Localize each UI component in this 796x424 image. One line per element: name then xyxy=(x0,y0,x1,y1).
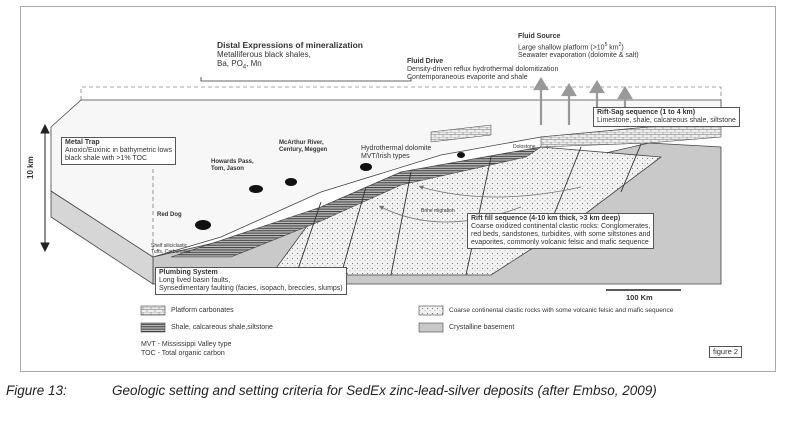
legend-shale: Shale, calcareous shale,siltstone xyxy=(171,324,273,331)
horizontal-scale-label: 100 Km xyxy=(626,293,653,302)
mcarthur-label: McArthur River, Century, Meggen xyxy=(279,140,328,153)
legend-toc: TOC - Total organic carbon xyxy=(141,350,225,357)
legend-mvt: MVT - Mississippi Valley type xyxy=(141,341,232,348)
legend-swatch-crystalline xyxy=(418,322,444,333)
fluid-drive-label: Fluid Drive Density-driven reflux hydrot… xyxy=(407,58,559,81)
legend-crystalline: Crystalline basement xyxy=(449,324,515,331)
dashed-outline xyxy=(80,86,722,100)
reddog-label: Red Dog xyxy=(157,212,182,218)
legend-swatch-shale xyxy=(140,322,166,333)
shelf-label: Shelf siliciclastic Tuffs, Carbonates xyxy=(151,243,191,255)
fluid-source-label: Fluid Source Large shallow platform (>10… xyxy=(518,33,639,60)
vertical-scale-label: 10 km xyxy=(26,156,35,179)
rift-sag-box: Rift-Sag sequence (1 to 4 km) Limestone,… xyxy=(593,107,740,127)
metal-trap-box: Metal Trap Anoxic/Euxinic in bathymetric… xyxy=(61,137,176,165)
brine-label: Brine migration xyxy=(421,208,455,214)
faults xyxy=(295,143,642,276)
dolostone-label: Dolostone xyxy=(513,144,536,150)
block-diagram xyxy=(40,76,722,333)
legend-platform: Platform carbonates xyxy=(171,307,234,314)
rift-fill-box: Rift fill sequence (4-10 km thick, >3 km… xyxy=(467,213,655,249)
platform-carbonates xyxy=(540,124,722,148)
platform-carbonates-upper xyxy=(430,124,492,143)
legend-swatch-platform xyxy=(140,305,166,316)
ore-bodies xyxy=(195,152,465,230)
caption-text: Geologic setting and setting criteria fo… xyxy=(112,383,657,398)
shale-sequence xyxy=(170,146,542,258)
distal-bracket xyxy=(200,77,412,82)
distal-expressions-label: Distal Expressions of mineralization Met… xyxy=(217,40,363,71)
legend-coarse: Coarse continental clastic rocks with so… xyxy=(449,307,674,314)
hydrothermal-label: Hydrothermal dolomite MVT/Irish types xyxy=(361,145,432,160)
geologic-figure: Distal Expressions of mineralization Met… xyxy=(20,6,776,372)
figure-badge: figure 2 xyxy=(709,346,743,358)
caption-number: Figure 13: xyxy=(6,383,67,398)
vertical-scale-arrow xyxy=(40,123,50,253)
legend-swatch-coarse xyxy=(418,305,444,316)
howards-label: Howards Pass, Tom, Jason xyxy=(211,159,254,172)
plumbing-system-box: Plumbing System Long lived basin faults,… xyxy=(155,267,347,295)
